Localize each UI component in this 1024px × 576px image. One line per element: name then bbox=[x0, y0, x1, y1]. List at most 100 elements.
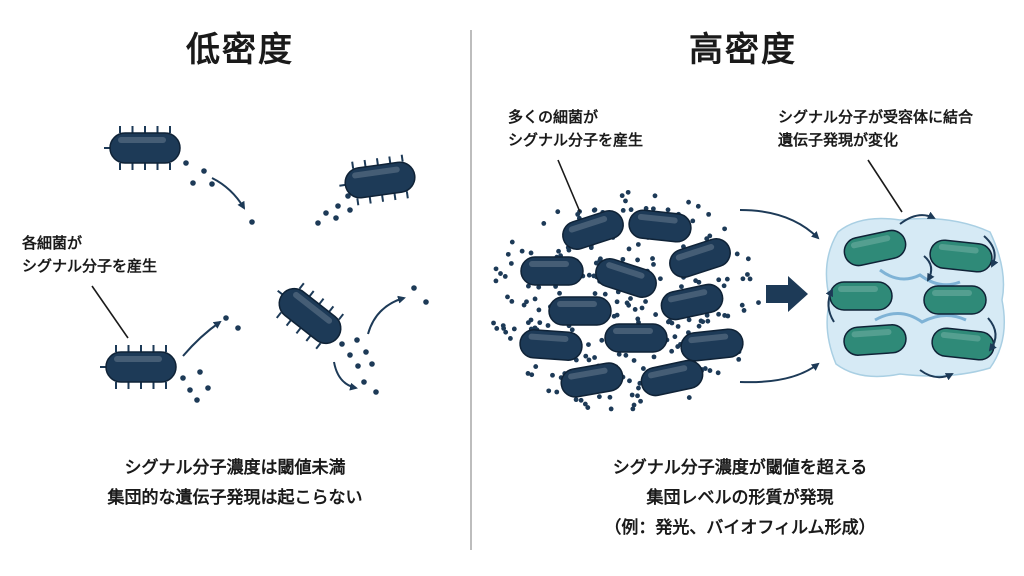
signal-dot bbox=[665, 207, 671, 213]
bacterium-highlight bbox=[940, 331, 981, 342]
annotation-lines bbox=[91, 159, 999, 391]
bacterium bbox=[562, 209, 624, 251]
signal-dot bbox=[545, 323, 551, 328]
signal-dot bbox=[756, 300, 761, 306]
bacterium bbox=[628, 209, 692, 243]
signal-dot bbox=[679, 284, 684, 290]
signal-dot bbox=[503, 329, 509, 335]
signal-dot bbox=[630, 406, 636, 412]
bacterium-body bbox=[560, 362, 624, 398]
signal-dot bbox=[491, 320, 496, 326]
bacterium-highlight bbox=[932, 290, 972, 296]
signal-dot bbox=[205, 385, 211, 391]
bacterium-body bbox=[628, 209, 692, 243]
signal-dot bbox=[672, 334, 678, 340]
signal-dot bbox=[521, 302, 527, 308]
receptor-arrow bbox=[899, 211, 936, 225]
signal-dot bbox=[411, 285, 417, 291]
pilus bbox=[375, 158, 379, 166]
signal-dot bbox=[519, 248, 525, 254]
signal-dot bbox=[335, 203, 341, 209]
signal-dot bbox=[586, 342, 591, 347]
bacterium-highlight bbox=[568, 216, 608, 233]
bacterium-highlight bbox=[938, 243, 979, 254]
bacterium-body bbox=[669, 237, 731, 279]
bacterium-body bbox=[109, 132, 181, 164]
signal-dot bbox=[345, 193, 351, 199]
signal-dot bbox=[593, 260, 599, 266]
pilus bbox=[405, 191, 409, 199]
pilus bbox=[298, 282, 305, 290]
caption-line-2: 集団的な遺伝子発現は起こらない bbox=[107, 488, 363, 508]
signal-dot bbox=[536, 284, 542, 290]
bacterium-highlight bbox=[850, 235, 891, 249]
signal-dot bbox=[639, 305, 645, 311]
signal-dot bbox=[223, 315, 229, 321]
signal-dot bbox=[745, 272, 750, 277]
signal-dot bbox=[528, 317, 534, 323]
signal-dot bbox=[638, 398, 643, 404]
bacterium bbox=[669, 237, 731, 279]
signal-dot bbox=[740, 276, 746, 282]
transition-arrow-icon bbox=[766, 276, 808, 312]
signal-dot bbox=[706, 211, 712, 217]
pilus bbox=[351, 161, 355, 169]
bacterium-highlight bbox=[637, 213, 678, 224]
signal-dot bbox=[686, 317, 692, 323]
signal-dot bbox=[369, 361, 375, 367]
bacterium-body bbox=[595, 257, 657, 299]
signal-dot bbox=[526, 283, 531, 289]
signal-dot bbox=[532, 296, 538, 302]
panel-divider bbox=[470, 30, 472, 550]
annotation-leader-line bbox=[867, 159, 903, 213]
signal-dot bbox=[696, 323, 702, 329]
signal-dot bbox=[721, 283, 727, 289]
bacterium bbox=[843, 324, 907, 356]
pilus bbox=[285, 319, 292, 327]
bacterium-highlight bbox=[675, 244, 715, 261]
signal-dot bbox=[635, 242, 641, 247]
signal-dot bbox=[736, 356, 742, 362]
signal-dot bbox=[669, 348, 675, 354]
bacterium-highlight bbox=[851, 329, 892, 338]
signal-dot bbox=[575, 211, 581, 217]
signal-dot bbox=[628, 207, 634, 213]
signal-dot bbox=[675, 324, 681, 329]
signal-dot bbox=[541, 221, 547, 226]
signal-dot bbox=[511, 326, 517, 332]
bacterium bbox=[640, 359, 704, 397]
signal-dot bbox=[235, 325, 241, 331]
signal-dot bbox=[505, 294, 510, 300]
high-density-annotation-right: シグナル分子が受容体に結合 遺伝子発現が変化 bbox=[778, 106, 973, 152]
bacterium bbox=[829, 281, 893, 311]
signal-dot bbox=[592, 291, 598, 296]
signal-dot bbox=[635, 257, 640, 263]
bacterium-body bbox=[520, 256, 584, 286]
signal-dot bbox=[635, 316, 641, 322]
biofilm-fiber bbox=[874, 312, 967, 324]
signal-dot bbox=[626, 246, 632, 252]
signal-dot bbox=[493, 278, 499, 284]
signal-dot bbox=[724, 276, 730, 282]
signal-dot bbox=[323, 210, 329, 216]
signal-dot bbox=[509, 298, 515, 304]
bacterium bbox=[923, 285, 987, 315]
signal-dot bbox=[209, 181, 215, 187]
signal-dot bbox=[626, 302, 632, 308]
signal-dot bbox=[249, 219, 255, 225]
pilus bbox=[339, 183, 346, 187]
bacterium-highlight bbox=[352, 166, 400, 179]
signal-dot bbox=[315, 220, 321, 226]
signal-dot bbox=[734, 251, 740, 257]
bacterium-highlight bbox=[114, 356, 162, 362]
bacterium-body bbox=[660, 283, 724, 321]
pilus bbox=[338, 313, 345, 321]
signal-dot bbox=[180, 375, 186, 381]
annotation-leader-line bbox=[91, 285, 129, 339]
signal-dot bbox=[632, 307, 638, 312]
signal-dot bbox=[423, 299, 429, 305]
signal-dot bbox=[675, 344, 681, 349]
high-density-title: 高密度 bbox=[689, 30, 797, 70]
signal-dot bbox=[716, 311, 721, 317]
signal-dot bbox=[620, 256, 626, 262]
